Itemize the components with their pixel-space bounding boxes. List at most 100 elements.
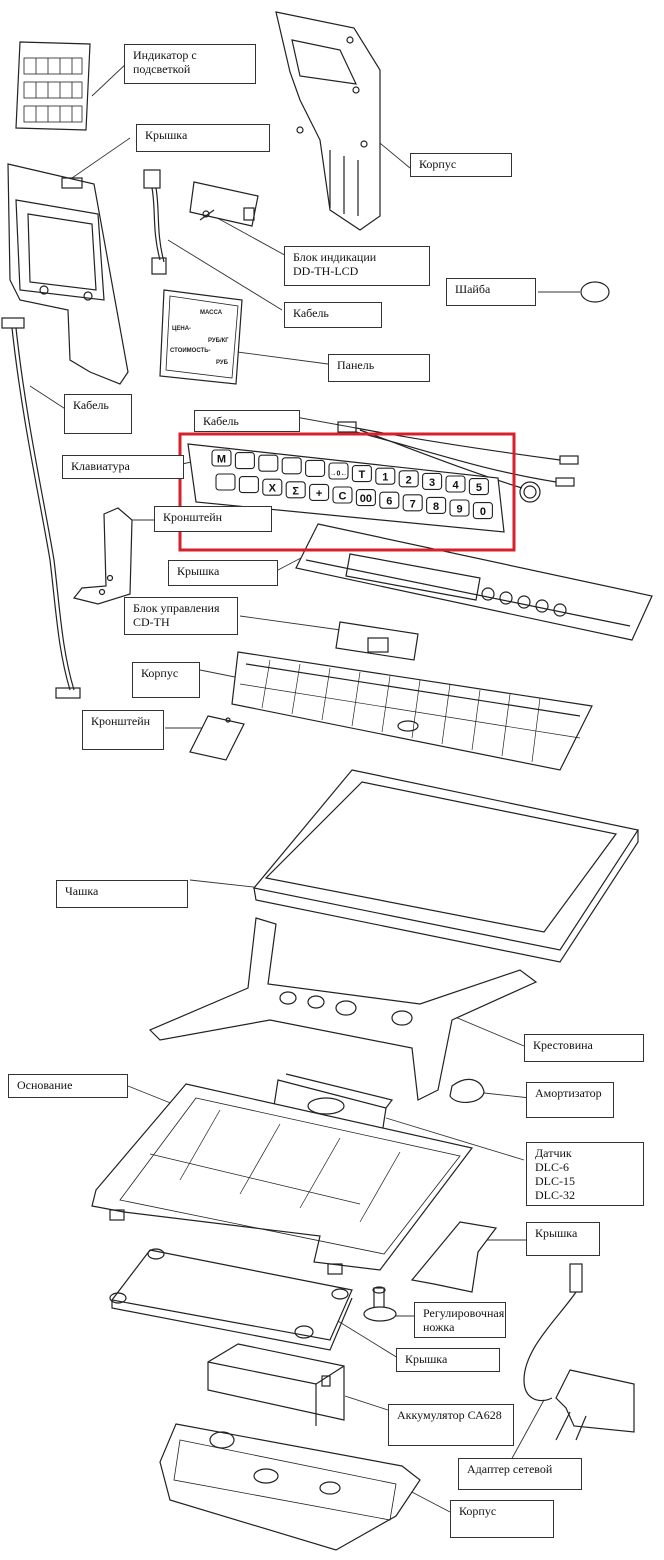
keyboard-keys: M →0← T 1 2 3 4 5 X Σ + C 00 6 7 8 9 0 <box>211 449 493 520</box>
panel-part <box>159 289 243 385</box>
keyboard-key-label: + <box>316 488 322 500</box>
pan-part <box>252 769 639 963</box>
base-part <box>91 1083 474 1275</box>
cross-part <box>148 917 538 1101</box>
label-bracket-2: Кронштейн <box>82 710 164 750</box>
keyboard-key-label: 8 <box>433 501 439 513</box>
label-cover-side: Крышка <box>526 1222 600 1256</box>
bracket-1-part <box>72 507 133 605</box>
cover-top-part <box>7 163 129 385</box>
bracket-2-part <box>189 715 245 761</box>
label-cross: Крестовина <box>524 1034 644 1062</box>
keyboard-key: X <box>262 478 283 496</box>
panel-price-text: ЦЕНА- <box>172 326 191 332</box>
keyboard-key-label: 7 <box>410 498 416 510</box>
label-base: Основание <box>8 1074 128 1098</box>
keyboard-key <box>305 459 326 477</box>
foot-part <box>363 1286 397 1322</box>
cover-kb-part <box>295 523 653 641</box>
panel-print: МАССА ЦЕНА- РУБ/КГ СТОИМОСТЬ- РУБ <box>170 310 229 366</box>
keyboard-key-label: →0← <box>330 471 348 478</box>
label-control-unit: Блок управления CD-TH <box>124 597 238 635</box>
label-keyboard: Клавиатура <box>62 455 184 479</box>
label-panel: Панель <box>328 354 430 382</box>
cover-bottom-part <box>109 1248 353 1351</box>
label-cover-kb: Крышка <box>168 560 278 586</box>
keyboard-key-label: X <box>269 483 277 495</box>
keyboard-key: 1 <box>375 467 396 485</box>
label-housing-mid: Корпус <box>132 662 200 698</box>
panel-mass-text: МАССА <box>200 310 223 316</box>
label-bracket-1: Кронштейн <box>154 506 272 532</box>
label-housing-bottom: Корпус <box>450 1500 554 1538</box>
label-pan: Чашка <box>56 880 188 908</box>
sensor-part <box>273 1073 394 1135</box>
keyboard-key: M <box>211 449 232 467</box>
keyboard-key <box>281 457 302 475</box>
label-foot: Регулировочная ножка <box>414 1302 506 1338</box>
keyboard-key-label: 9 <box>456 504 462 516</box>
keyboard-key: 4 <box>445 475 466 493</box>
keyboard-key-label: 3 <box>429 477 435 489</box>
label-cable-long: Кабель <box>64 394 132 434</box>
keyboard-key: Σ <box>285 481 306 499</box>
keyboard-highlight-box <box>178 432 516 552</box>
keyboard-key: 6 <box>379 491 400 509</box>
panel-rub-text: РУБ <box>216 360 229 366</box>
label-cover-bottom: Крышка <box>396 1348 500 1372</box>
keyboard-key-label: Σ <box>292 485 299 497</box>
keyboard-key: + <box>309 483 330 501</box>
keyboard-key: 00 <box>355 489 376 507</box>
label-indicator: Индикатор с подсветкой <box>124 44 256 84</box>
keyboard-key: 7 <box>402 494 423 512</box>
keyboard-key-label: C <box>339 491 347 503</box>
keyboard-key <box>238 476 259 494</box>
panel-cost-text: СТОИМОСТЬ- <box>170 348 211 354</box>
keyboard-key-label: 4 <box>452 480 459 492</box>
label-washer: Шайба <box>446 278 536 306</box>
keyboard-key <box>258 454 279 472</box>
label-shock: Амортизатор <box>526 1082 614 1118</box>
control-unit-part <box>335 621 419 661</box>
keyboard-key <box>234 452 255 470</box>
battery-part <box>207 1343 345 1426</box>
washer-part <box>580 281 610 303</box>
keyboard-key-label: T <box>359 469 366 481</box>
keyboard-key <box>215 473 236 491</box>
cover-side-part <box>410 1221 498 1293</box>
label-cable-kb: Кабель <box>194 410 300 432</box>
adapter-part <box>523 1263 635 1441</box>
indicator-part <box>15 41 91 131</box>
label-battery: Аккумулятор СА628 <box>388 1404 514 1446</box>
label-sensor: Датчик DLC-6 DLC-15 DLC-32 <box>526 1142 644 1206</box>
keyboard-key: 9 <box>449 499 470 517</box>
label-adapter: Адаптер сетевой <box>458 1458 582 1490</box>
keyboard-key-label: 00 <box>360 493 372 505</box>
keyboard-key: 3 <box>422 472 443 490</box>
keyboard-key: C <box>332 486 353 504</box>
shock-part <box>449 1078 485 1103</box>
keyboard-key-label: 0 <box>480 506 486 518</box>
keyboard-key-label: 2 <box>406 474 412 486</box>
label-housing-top: Корпус <box>410 153 512 177</box>
keyboard-key-label: 1 <box>382 472 388 484</box>
label-cover-top: Крышка <box>136 124 270 152</box>
keyboard-key-label: M <box>217 454 226 466</box>
panel-rubkg-text: РУБ/КГ <box>208 338 229 344</box>
label-cable-small: Кабель <box>284 302 382 328</box>
cable-kb-part <box>337 421 579 503</box>
keyboard-key: 0 <box>472 502 493 520</box>
cable-small-part <box>143 169 167 275</box>
keyboard-key: 2 <box>398 470 419 488</box>
keyboard-key: →0← <box>328 462 349 480</box>
keyboard-key-label: 6 <box>386 496 392 508</box>
keyboard-key: T <box>351 465 372 483</box>
housing-bottom-part <box>159 1423 421 1551</box>
housing-top-part <box>275 11 381 231</box>
keyboard-key: 5 <box>468 478 489 496</box>
keyboard-key-label: 5 <box>476 482 482 494</box>
keyboard-key: 8 <box>426 496 447 514</box>
label-display-unit: Блок индикации DD-TH-LCD <box>284 246 430 286</box>
housing-mid-part <box>231 651 593 771</box>
